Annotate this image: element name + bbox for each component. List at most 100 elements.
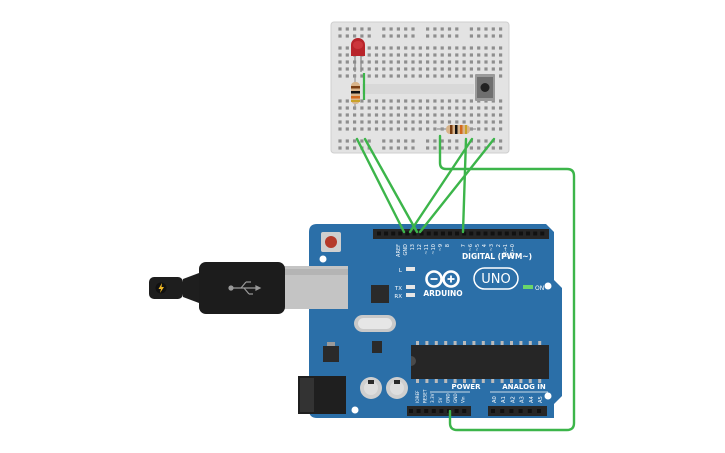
header-pin[interactable] (533, 231, 538, 236)
led-label-tx: TX (394, 286, 402, 292)
breadboard-hole (462, 74, 466, 78)
wire-led-to-gnd[interactable] (355, 137, 406, 234)
breadboard-hole (433, 113, 437, 117)
pushbutton[interactable] (475, 74, 495, 101)
header-pin[interactable] (511, 231, 516, 236)
breadboard-hole (345, 34, 349, 38)
header-pin[interactable] (500, 409, 505, 413)
breadboard-hole (382, 53, 386, 57)
breadboard-hole (360, 67, 364, 71)
breadboard-hole (345, 27, 349, 31)
header-pin[interactable] (419, 231, 424, 236)
header-pin[interactable] (416, 409, 421, 413)
breadboard-hole (382, 99, 386, 103)
chip-leg (434, 379, 438, 383)
header-pin[interactable] (439, 409, 444, 413)
resistor-vertical[interactable] (351, 74, 360, 110)
header-pin[interactable] (462, 409, 467, 413)
red-led[interactable] (351, 38, 365, 72)
header-pin[interactable] (426, 231, 431, 236)
wire-bb-to-pin13[interactable] (363, 137, 419, 234)
breadboard-hole (433, 27, 437, 31)
header-pin[interactable] (509, 409, 514, 413)
header-pin[interactable] (409, 409, 413, 413)
header-pin[interactable] (384, 231, 389, 236)
wire-resistor-to-5v[interactable] (438, 134, 576, 432)
breadboard-hole (367, 113, 371, 117)
header-pin[interactable] (433, 231, 438, 236)
breadboard-hole (374, 106, 379, 110)
header-pin[interactable] (469, 231, 474, 236)
header-pin[interactable] (483, 231, 488, 236)
power-bolt-icon (155, 282, 167, 294)
breadboard-hole (469, 60, 473, 64)
breadboard-hole (338, 99, 342, 103)
breadboard-hole (353, 113, 357, 117)
breadboard-hole (338, 27, 342, 31)
power-pin-label: IOREF (415, 390, 420, 403)
header-pin[interactable] (491, 409, 495, 413)
header-pin[interactable] (518, 409, 523, 413)
reset-button[interactable] (321, 232, 341, 252)
breadboard-hole (353, 139, 357, 143)
header-pin[interactable] (424, 409, 429, 413)
usb-cable[interactable] (149, 262, 285, 314)
header-pin[interactable] (504, 231, 509, 236)
usb-chip (371, 285, 389, 303)
digital-pin-label: 13 (410, 244, 416, 250)
header-pin[interactable] (519, 231, 523, 236)
header-pin[interactable] (540, 231, 545, 236)
header-pin[interactable] (454, 409, 459, 413)
breadboard-hole (404, 139, 408, 143)
header-pin[interactable] (448, 231, 452, 236)
breadboard-hole (455, 99, 459, 103)
header-pin[interactable] (490, 231, 495, 236)
header-pin[interactable] (431, 409, 436, 413)
wire-bb-to-pin12[interactable] (418, 137, 496, 234)
digital-pin-label: 2 (496, 244, 502, 247)
header-pin[interactable] (527, 409, 532, 413)
usb-port[interactable] (284, 266, 348, 309)
breadboard-hole (477, 60, 481, 64)
header-pin[interactable] (455, 231, 460, 236)
wire-button-to-pin8[interactable] (461, 137, 468, 234)
header-pin[interactable] (476, 231, 481, 236)
header-pin[interactable] (405, 231, 410, 236)
breadboard[interactable] (330, 21, 510, 154)
header-pin[interactable] (412, 231, 417, 236)
breadboard-hole (447, 106, 452, 110)
chip-leg (528, 341, 532, 345)
analog-pin-label: A0 (492, 396, 498, 403)
breadboard-hole (374, 60, 379, 64)
breadboard-hole (484, 27, 488, 31)
breadboard-hole (484, 46, 488, 50)
header-pin[interactable] (526, 231, 531, 236)
mounting-hole (544, 392, 552, 400)
breadboard-hole (404, 27, 408, 31)
header-pin[interactable] (462, 231, 467, 236)
breadboard-hole (433, 146, 437, 150)
breadboard-hole (404, 127, 408, 131)
breadboard-hole (433, 67, 437, 71)
breadboard-hole (338, 53, 342, 57)
header-pin[interactable] (537, 409, 541, 413)
dc-power-jack[interactable] (298, 376, 346, 414)
breadboard-hole (389, 113, 393, 117)
breadboard-hole (447, 67, 452, 71)
header-pin[interactable] (440, 231, 445, 236)
header-pin[interactable] (398, 231, 403, 236)
resistor-horizontal[interactable] (437, 125, 476, 134)
breadboard-hole (426, 27, 430, 31)
breadboard-hole (477, 127, 481, 131)
breadboard-hole (389, 120, 393, 124)
mounting-hole (351, 406, 359, 414)
analog-pin-label: A1 (501, 396, 507, 403)
breadboard-hole (389, 106, 393, 110)
header-pin[interactable] (377, 231, 381, 236)
wire-button-to-gnd[interactable] (408, 137, 474, 234)
voltage-regulator (323, 342, 339, 362)
header-pin[interactable] (391, 231, 396, 236)
chip-leg (444, 341, 448, 345)
header-pin[interactable] (497, 231, 502, 236)
breadboard-hole (396, 60, 400, 64)
